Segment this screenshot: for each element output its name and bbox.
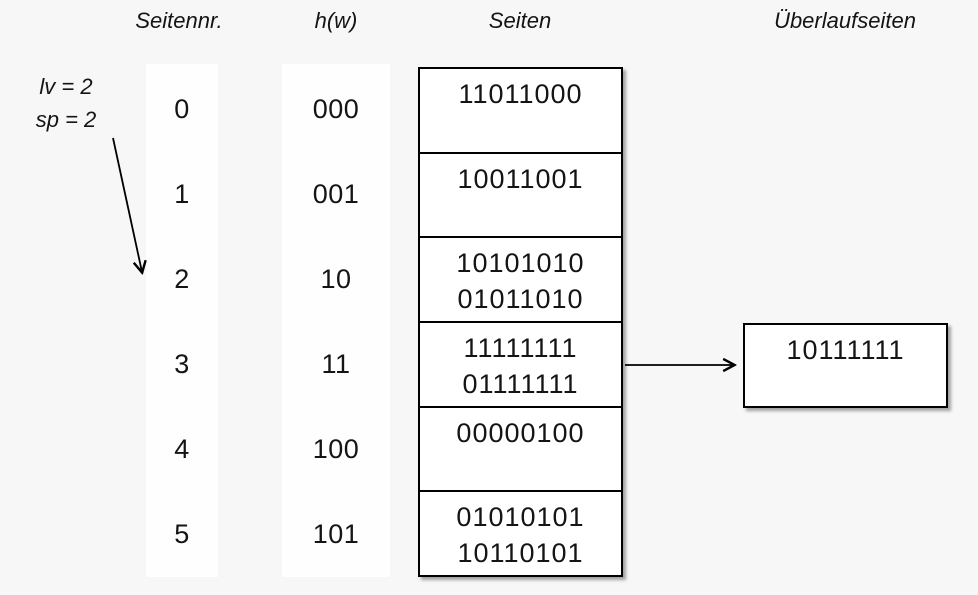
hash-value: 001 — [312, 179, 360, 209]
split-state-annotation: lv = 2 sp = 2 — [14, 70, 118, 136]
bucket-row-1: 10011001 — [420, 151, 621, 237]
page-number: 3 — [174, 349, 190, 379]
hash-value: 10 — [320, 264, 352, 294]
bucket-table: 11011000 10011001 10101010 01011010 1111… — [418, 67, 623, 577]
header-overflow-pages: Überlaufseiten — [774, 8, 916, 33]
bucket-entry: 10110101 — [457, 538, 584, 569]
page-number: 5 — [174, 519, 190, 549]
bucket-entry: 11111111 — [463, 333, 578, 364]
hash-value: 11 — [321, 349, 351, 379]
bucket-entry: 10011001 — [457, 163, 584, 194]
split-pointer-arrow — [112, 137, 142, 272]
hash-value: 100 — [312, 434, 360, 464]
hash-value: 000 — [312, 94, 360, 124]
bucket-row-0: 11011000 — [420, 69, 621, 152]
level-value: lv = 2 — [39, 74, 93, 99]
page-number: 4 — [174, 434, 190, 464]
bucket-entry: 01011010 — [457, 284, 584, 315]
bucket-row-2: 10101010 01011010 — [420, 236, 621, 321]
bucket-row-5: 01010101 10110101 — [420, 490, 621, 575]
header-hash-function: h(w) — [314, 8, 358, 33]
bucket-entry: 11011000 — [458, 79, 583, 109]
bucket-entry: 10101010 — [456, 248, 585, 279]
bucket-row-4: 00000100 — [420, 405, 621, 491]
split-pointer-value: sp = 2 — [35, 107, 97, 132]
hash-value: 101 — [312, 519, 360, 549]
page-number: 2 — [174, 264, 190, 294]
bucket-entry: 01010101 — [456, 502, 585, 533]
bucket-entry: 00000100 — [456, 417, 585, 448]
bucket-entry: 01111111 — [462, 369, 579, 400]
overflow-entry: 10111111 — [786, 335, 905, 365]
header-page-number: Seitennr. — [135, 8, 223, 33]
page-number-column: 0 1 2 3 4 5 — [146, 64, 218, 577]
hash-value-column: 000 001 10 11 100 101 — [282, 64, 390, 577]
bucket-row-3: 11111111 01111111 — [420, 321, 621, 406]
overflow-page-box: 10111111 — [743, 323, 948, 408]
page-number: 0 — [174, 94, 190, 124]
page-number: 1 — [174, 179, 190, 209]
header-pages: Seiten — [488, 8, 552, 33]
